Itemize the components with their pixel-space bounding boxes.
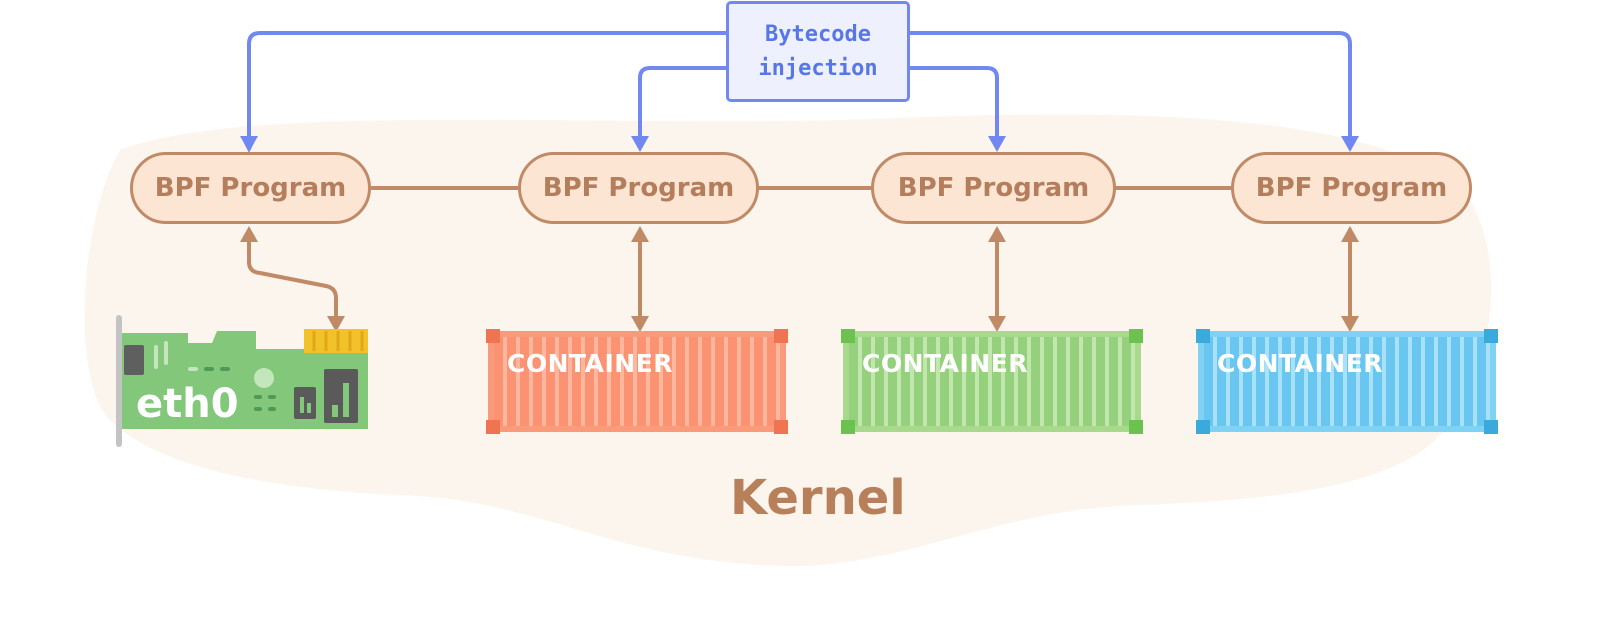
- bpf-container-links: [247, 240, 1352, 318]
- nic-link: [247, 240, 338, 318]
- bytecode-injection-box: Bytecode injection: [726, 1, 910, 102]
- arrowhead-icon: [327, 316, 345, 332]
- nic-bracket: [116, 315, 122, 447]
- bpf-program-label: BPF Program: [154, 173, 347, 203]
- arrowhead-icon: [1341, 136, 1359, 152]
- bpf-program-label: BPF Program: [897, 173, 1090, 203]
- nic-chip: [124, 345, 144, 375]
- kernel-label: Kernel: [730, 470, 906, 526]
- injection-arrow-2: [638, 66, 726, 148]
- arrowhead-icon: [240, 226, 258, 242]
- bpf-container-arrowheads: [240, 226, 1359, 332]
- arrowhead-icon: [988, 226, 1006, 242]
- container-orange: CONTAINER: [486, 329, 788, 434]
- container-blue: CONTAINER: [1196, 329, 1498, 434]
- bpf-program-4: BPF Program: [1231, 152, 1472, 224]
- bpf-program-2: BPF Program: [518, 152, 759, 224]
- injection-arrowheads: [240, 136, 1359, 152]
- bpf-program-label: BPF Program: [1255, 173, 1448, 203]
- injection-arrows: [244, 31, 1352, 153]
- nic-label: eth0: [136, 381, 239, 427]
- arrowhead-icon: [1341, 226, 1359, 242]
- bpf-program-label: BPF Program: [542, 173, 735, 203]
- arrowhead-icon: [988, 316, 1006, 332]
- injection-label-line2: injection: [758, 55, 878, 81]
- container-label: CONTAINER: [862, 349, 1029, 378]
- nic-port-large: [324, 369, 358, 423]
- container-label: CONTAINER: [1217, 349, 1384, 378]
- arrowhead-icon: [240, 136, 258, 152]
- container-label: CONTAINER: [507, 349, 674, 378]
- arrowhead-icon: [1341, 316, 1359, 332]
- injection-label-line1: Bytecode: [765, 21, 871, 47]
- network-card-icon: [116, 315, 368, 447]
- arrowhead-icon: [631, 226, 649, 242]
- arrowhead-icon: [631, 316, 649, 332]
- injection-arrow-4: [910, 31, 1352, 148]
- injection-arrow-1: [244, 31, 726, 153]
- nic-port-small: [294, 387, 316, 419]
- arrowhead-icon: [988, 136, 1006, 152]
- container-green: CONTAINER: [841, 329, 1143, 434]
- bpf-program-3: BPF Program: [871, 152, 1116, 224]
- arrowhead-icon: [631, 136, 649, 152]
- bpf-program-1: BPF Program: [130, 152, 371, 224]
- injection-arrow-3: [910, 66, 999, 148]
